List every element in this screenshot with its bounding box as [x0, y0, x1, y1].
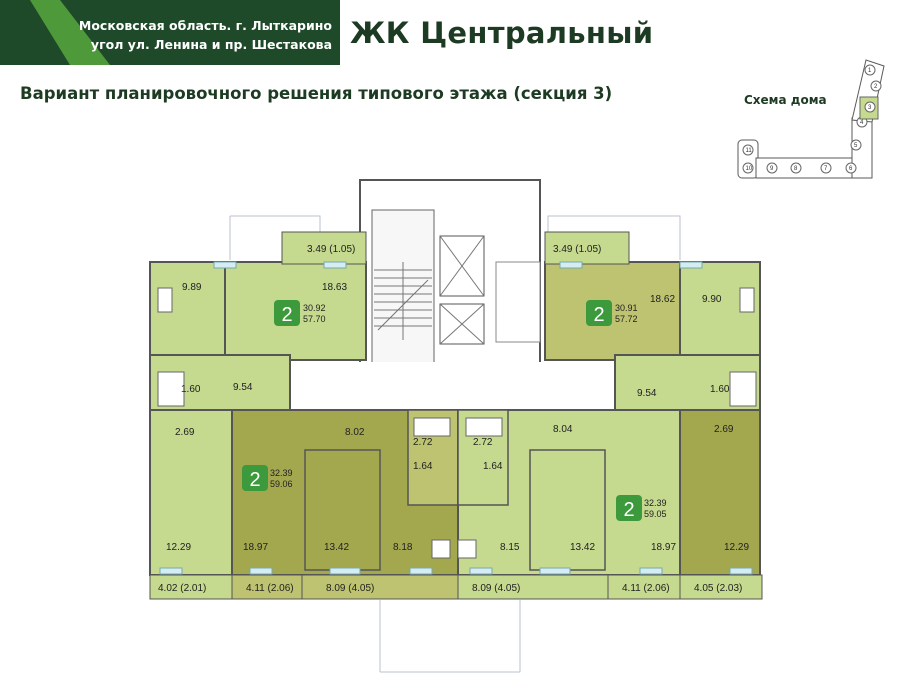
apt-rooms: 2 — [249, 469, 260, 491]
room-area: 1.60 — [710, 384, 730, 395]
balcony-area: 4.05 (2.03) — [694, 583, 742, 594]
scheme-sec-6: 6 — [849, 166, 853, 172]
apt-area-total: 57.70 — [303, 314, 326, 324]
scheme-sec-4: 4 — [860, 120, 864, 126]
scheme-sec-2: 2 — [874, 84, 878, 90]
apt-area-total: 57.72 — [615, 314, 638, 324]
scheme-sec-9: 9 — [770, 166, 774, 172]
apt-area-living: 30.91 — [615, 303, 638, 313]
room-area: 8.15 — [500, 542, 520, 553]
scheme-sec-3: 3 — [868, 105, 872, 111]
apartment-bottom-left — [231, 409, 459, 576]
apt-badge-top-right: 2 30.91 57.72 — [586, 300, 638, 326]
scheme-sec-8: 8 — [794, 166, 798, 172]
corridor — [290, 362, 620, 410]
scheme-sec-10: 10 — [746, 166, 753, 172]
room-area: 18.97 — [651, 542, 676, 553]
apt-rooms: 2 — [623, 499, 634, 521]
apt-badge-bottom-right: 2 32.39 59.05 — [616, 495, 667, 521]
room-labels: 9.89 18.63 3.49 (1.05) 3.49 (1.05) 18.62… — [158, 244, 749, 594]
apt-badge-bottom-left: 2 32.39 59.06 — [242, 465, 293, 491]
room-area: 1.60 — [181, 384, 201, 395]
room-area: 2.72 — [473, 437, 493, 448]
balcony-top-left — [281, 231, 367, 265]
stair-core — [359, 179, 541, 381]
room-area: 12.29 — [724, 542, 749, 553]
apt-rooms: 2 — [281, 304, 292, 326]
scheme-sec-11: 11 — [746, 148, 753, 154]
room-area: 8.04 — [553, 424, 573, 435]
apt-rooms: 2 — [593, 304, 604, 326]
balcony-area: 3.49 (1.05) — [553, 244, 601, 255]
room-area: 9.54 — [637, 388, 657, 399]
room-area: 2.69 — [714, 424, 734, 435]
room-area: 9.90 — [702, 294, 722, 305]
balcony-area: 4.02 (2.01) — [158, 583, 206, 594]
room-area: 13.42 — [570, 542, 595, 553]
room-area: 13.42 — [324, 542, 349, 553]
apt-badge-top-left: 2 30.92 57.70 — [274, 300, 326, 326]
scheme-sec-1: 1 — [868, 68, 872, 74]
windows — [159, 261, 753, 575]
room-area: 18.97 — [243, 542, 268, 553]
apt-area-total: 59.06 — [270, 479, 293, 489]
balcony-area: 4.11 (2.06) — [622, 583, 670, 594]
room-area: 18.62 — [650, 294, 675, 305]
balcony-area: 8.09 (4.05) — [326, 583, 374, 594]
scheme-sec-5: 5 — [854, 143, 858, 149]
room-area: 18.63 — [322, 282, 347, 293]
room-area: 9.89 — [182, 282, 202, 293]
apartment-bottom-right — [457, 409, 681, 576]
room-area: 9.54 — [233, 382, 253, 393]
page-title: ЖК Центральный — [350, 16, 654, 50]
location-text: Московская область. г. Лыткарино угол ул… — [70, 16, 332, 54]
apt-area-living: 32.39 — [270, 468, 293, 478]
room-area: 8.02 — [345, 427, 365, 438]
page-subtitle: Вариант планировочного решения типового … — [20, 84, 613, 103]
apt-area-living: 30.92 — [303, 303, 326, 313]
apt-area-living: 32.39 — [644, 498, 667, 508]
location-line1: Московская область. г. Лыткарино — [78, 18, 332, 33]
scheme-label: Схема дома — [744, 93, 827, 107]
balcony-area: 3.49 (1.05) — [307, 244, 355, 255]
room-area: 2.72 — [413, 437, 433, 448]
apt-area-total: 59.05 — [644, 509, 667, 519]
room-area: 2.69 — [175, 427, 195, 438]
balcony-top-right — [544, 231, 630, 265]
bottom-balconies — [149, 574, 763, 600]
room-area: 8.18 — [393, 542, 413, 553]
room-area: 1.64 — [483, 461, 503, 472]
location-line2: угол ул. Ленина и пр. Шестакова — [90, 37, 332, 52]
balcony-area: 4.11 (2.06) — [246, 583, 294, 594]
balcony-area: 8.09 (4.05) — [472, 583, 520, 594]
room-area: 1.64 — [413, 461, 433, 472]
scheme-sections: 11 10 9 8 7 6 5 4 3 2 1 — [742, 64, 882, 174]
header-banner — [0, 0, 340, 65]
scheme-sec-7: 7 — [824, 166, 828, 172]
room-area: 12.29 — [166, 542, 191, 553]
